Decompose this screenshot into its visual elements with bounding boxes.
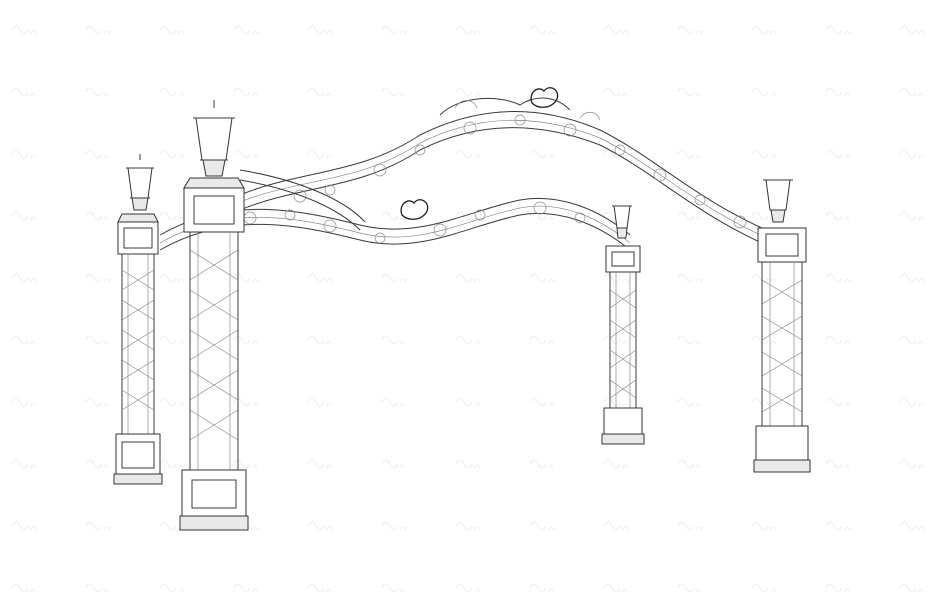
pillar-front-main [179, 100, 249, 531]
lower-arch-band [159, 169, 631, 251]
pillar-rear-right [753, 179, 811, 473]
upper-arch-band [239, 87, 791, 256]
pillar-rear-middle [601, 205, 645, 445]
pillar-front-left [113, 154, 163, 485]
